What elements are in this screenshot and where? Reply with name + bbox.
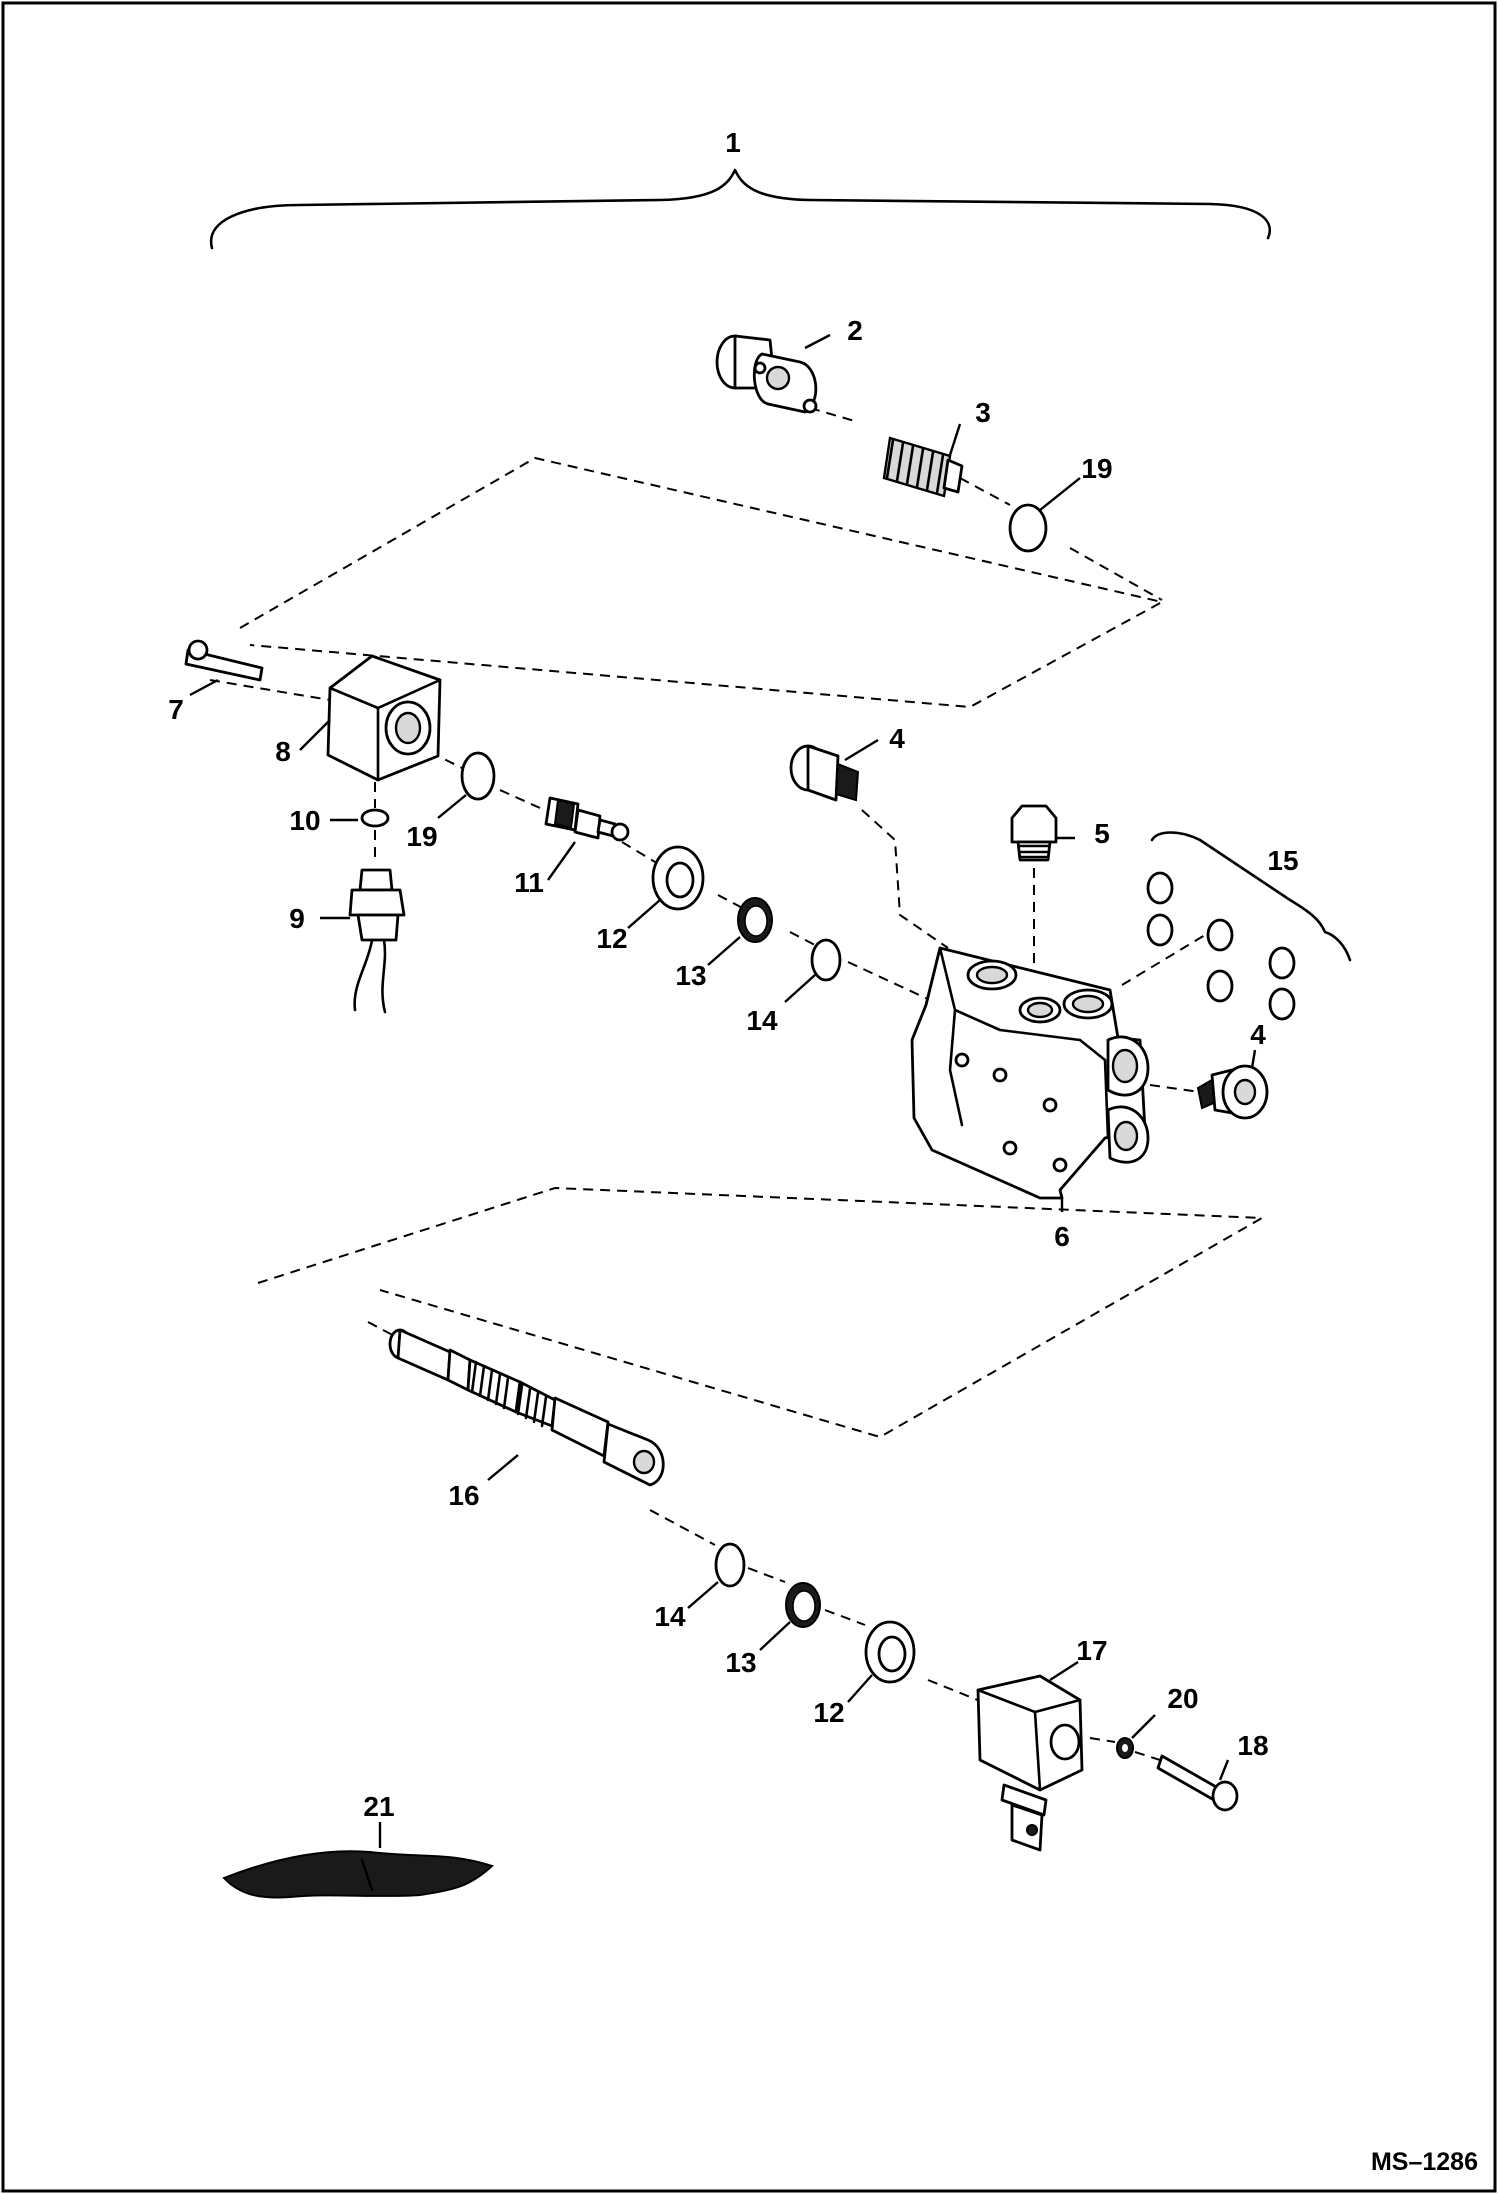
part-15-brace [1150, 831, 1352, 962]
callout-14-lower: 14 [654, 1601, 686, 1632]
part-4-plug-upper [789, 744, 860, 802]
callout-16: 16 [448, 1480, 479, 1511]
part-19-oring-upper [1008, 503, 1048, 553]
leader-16 [487, 1454, 519, 1481]
centerline-upper-relief [809, 407, 1163, 601]
centerline-upper-plug [861, 809, 949, 949]
part-4-plug-side [1196, 1064, 1269, 1120]
callout-13-lower: 13 [725, 1647, 756, 1678]
callout-19-left: 19 [406, 821, 437, 852]
callout-5: 5 [1094, 818, 1110, 849]
part-3-spring [882, 436, 964, 498]
callout-21: 21 [363, 1791, 394, 1822]
leader-4-upper [844, 738, 879, 762]
part-6-valve-body [910, 946, 1150, 1200]
leader-13-lower [759, 1621, 791, 1651]
callout-10: 10 [289, 805, 320, 836]
leader-8 [299, 719, 331, 751]
callout-7: 7 [168, 694, 184, 725]
leader-11 [547, 841, 576, 881]
part-14-oring-upper [810, 938, 842, 982]
part-11-cartridge [544, 796, 630, 842]
part-12-washer-upper [651, 845, 705, 911]
part-9-switch [348, 868, 406, 1014]
leader-14-lower [687, 1581, 719, 1609]
leader-19-upper [1039, 477, 1081, 511]
callout-20: 20 [1167, 1683, 1198, 1714]
leader-19-left [437, 794, 467, 819]
callout-12-upper: 12 [596, 923, 627, 954]
leader-12-lower [847, 1674, 873, 1703]
leader-20 [1131, 1714, 1156, 1739]
part-21-decal [222, 1850, 494, 1899]
callout-14-upper: 14 [746, 1005, 778, 1036]
part-14-oring-lower [714, 1542, 746, 1588]
callout-4-side: 4 [1250, 1019, 1266, 1050]
part-17-end-cap [976, 1674, 1084, 1852]
callout-13-upper: 13 [675, 960, 706, 991]
assembly-brace [209, 168, 1271, 250]
callout-12-lower: 12 [813, 1697, 844, 1728]
callout-9: 9 [289, 903, 305, 934]
centerline-side-plug [1149, 1084, 1201, 1093]
callout-4-upper: 4 [889, 723, 905, 754]
callout-19-upper: 19 [1081, 453, 1112, 484]
callout-8: 8 [275, 736, 291, 767]
part-8-solenoid-coil [326, 654, 442, 782]
leader-13-upper [707, 936, 741, 966]
callout-3: 3 [975, 397, 991, 428]
part-10-small-oring [360, 808, 390, 828]
centerline-solenoid [209, 679, 931, 1001]
part-5-fitting [1010, 804, 1058, 862]
figure-code: MS–1286 [1371, 2148, 1478, 2176]
upper-dashed-outline [239, 456, 1165, 709]
leader-2 [804, 333, 831, 350]
leader-18 [1218, 1759, 1230, 1781]
lower-dashed-outline [257, 1186, 1266, 1439]
callout-18: 18 [1237, 1730, 1268, 1761]
callout-1: 1 [725, 127, 741, 158]
leader-12-upper [627, 899, 661, 929]
part-19-oring-left [460, 751, 496, 801]
part-18-bolt [1156, 1754, 1239, 1812]
part-12-washer-lower [864, 1620, 916, 1684]
part-16-spool [388, 1328, 665, 1487]
part-13-ring-lower [785, 1582, 821, 1628]
leader-17 [1049, 1660, 1079, 1682]
callout-6: 6 [1054, 1221, 1070, 1252]
leader-14-upper [784, 974, 816, 1003]
part-7-bolt [184, 639, 264, 682]
leader-7 [189, 678, 219, 697]
leader-4-side [1250, 1049, 1257, 1069]
callout-2: 2 [847, 315, 863, 346]
callout-15: 15 [1267, 845, 1298, 876]
callout-11: 11 [514, 867, 544, 898]
part-2-relief-cap [715, 334, 818, 414]
centerline-spool [367, 1321, 1161, 1761]
leader-3 [948, 423, 962, 456]
part-20-washer [1116, 1737, 1134, 1759]
callout-17: 17 [1076, 1635, 1107, 1666]
part-13-ring-upper [737, 897, 773, 943]
part-15-oring-set [1146, 871, 1296, 1021]
